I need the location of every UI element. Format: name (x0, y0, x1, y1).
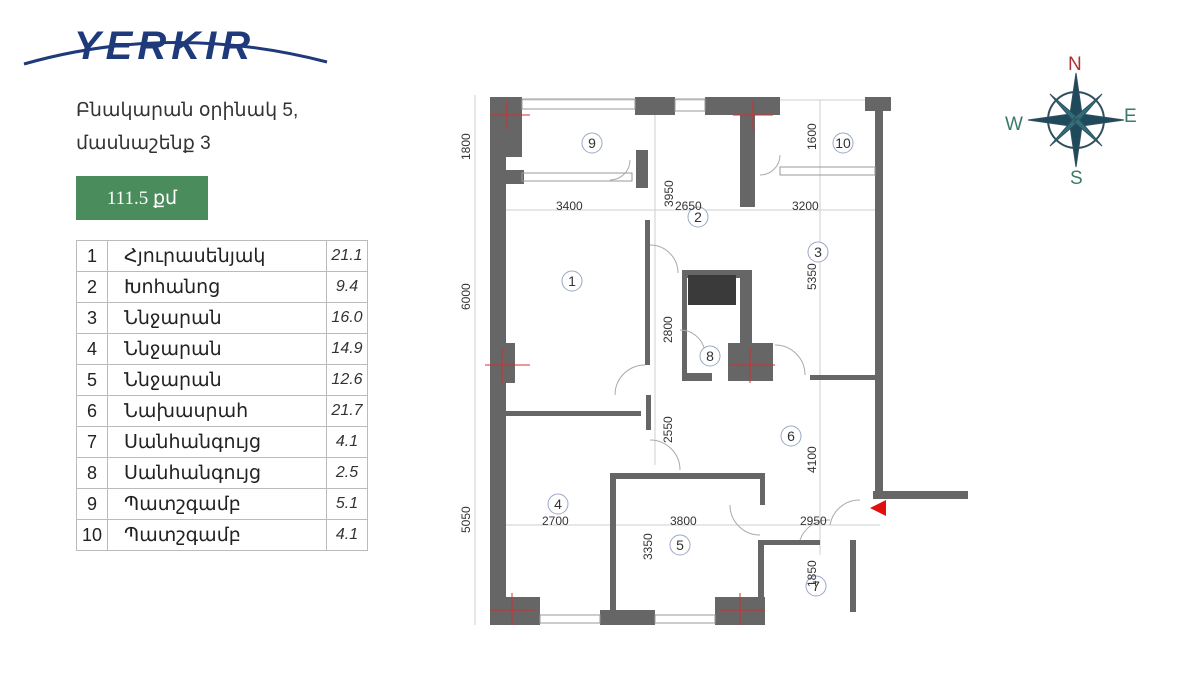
room-name: Ննջարան (107, 364, 327, 396)
walls (490, 97, 968, 625)
dimension-label: 1800 (459, 133, 473, 160)
room-area: 9.4 (326, 271, 368, 303)
room-label: 8 (706, 348, 714, 364)
room-name: Պատշգամբ (107, 488, 327, 520)
room-number: 4 (76, 333, 108, 365)
dimension-label: 1600 (805, 123, 819, 150)
room-area: 14.9 (326, 333, 368, 365)
dimension-label: 5350 (805, 263, 819, 290)
dimension-label: 2650 (675, 199, 702, 213)
room-label: 1 (568, 273, 576, 289)
room-label: 3 (814, 244, 822, 260)
total-area-badge: 111.5 քմ (76, 176, 208, 220)
room-name: Ննջարան (107, 302, 327, 334)
room-area: 16.0 (326, 302, 368, 334)
room-number: 1 (76, 240, 108, 272)
room-number: 9 (76, 488, 108, 520)
room-number: 10 (76, 519, 108, 551)
room-label: 10 (835, 135, 851, 151)
room-label: 6 (787, 428, 795, 444)
room-label: 7 (812, 578, 820, 594)
room-name: Սանհանգույց (107, 426, 327, 458)
entrance-arrow-icon (870, 500, 886, 516)
compass-north: N (1068, 54, 1082, 75)
dimension-label: 2550 (661, 416, 675, 443)
dimension-label: 3400 (556, 199, 583, 213)
room-label: 2 (694, 209, 702, 225)
compass-south: S (1070, 168, 1083, 188)
logo-arc (23, 41, 328, 66)
room-number: 8 (76, 457, 108, 489)
dimension-labels: 1800 6000 5050 3400 3950 2650 1600 3200 … (459, 123, 827, 587)
room-name: Նախասրահ (107, 395, 327, 427)
room-label-circles (547, 132, 854, 597)
room-label: 9 (588, 135, 596, 151)
room-area: 4.1 (326, 426, 368, 458)
compass-west: W (1005, 114, 1023, 135)
brand-logo: YERKIR (22, 14, 332, 74)
compass-rose-icon: N S E W (1005, 54, 1137, 188)
compass-east: E (1124, 106, 1137, 127)
room-area: 5.1 (326, 488, 368, 520)
dimension-label: 6000 (459, 283, 473, 310)
room-name: Ննջարան (107, 333, 327, 365)
floor-plan: 9 10 2 3 1 8 6 4 5 7 1800 6000 5050 3400… (459, 95, 968, 625)
dimension-label: 3200 (792, 199, 819, 213)
room-label: 4 (554, 496, 562, 512)
room-label: 5 (676, 537, 684, 553)
logo-text: YERKIR (74, 24, 256, 68)
room-number: 2 (76, 271, 108, 303)
room-name: Սանհանգույց (107, 457, 327, 489)
dimension-label: 2950 (800, 514, 827, 528)
room-labels: 9 10 2 3 1 8 6 4 5 7 (554, 135, 851, 594)
dimension-label: 1850 (805, 560, 819, 587)
room-number: 5 (76, 364, 108, 396)
room-area: 21.1 (326, 240, 368, 272)
column-markers (485, 100, 775, 625)
room-number: 3 (76, 302, 108, 334)
room-name: Խոհանոց (107, 271, 327, 303)
ventilation-shaft (688, 275, 736, 305)
room-name: Հյուրասենյակ (107, 240, 327, 272)
room-number: 7 (76, 426, 108, 458)
room-name: Պատշգամբ (107, 519, 327, 551)
dimension-label: 2700 (542, 514, 569, 528)
windows (521, 98, 876, 624)
dimension-label: 2800 (661, 316, 675, 343)
room-number: 6 (76, 395, 108, 427)
dimension-label: 3350 (641, 533, 655, 560)
dimension-label: 3800 (670, 514, 697, 528)
dimension-label: 4100 (805, 446, 819, 473)
title-line-1: Բնակարան օրինակ 5, (76, 100, 299, 121)
room-area: 21.7 (326, 395, 368, 427)
title-line-2: մասնաշենք 3 (76, 133, 211, 154)
room-area: 4.1 (326, 519, 368, 551)
room-area: 12.6 (326, 364, 368, 396)
dimension-label: 3950 (662, 180, 676, 207)
page-title: Բնակարան օրինակ 5, մասնաշենք 3 (76, 94, 298, 160)
dimension-label: 5050 (459, 506, 473, 533)
room-area: 2.5 (326, 457, 368, 489)
dimension-lines (474, 95, 880, 625)
